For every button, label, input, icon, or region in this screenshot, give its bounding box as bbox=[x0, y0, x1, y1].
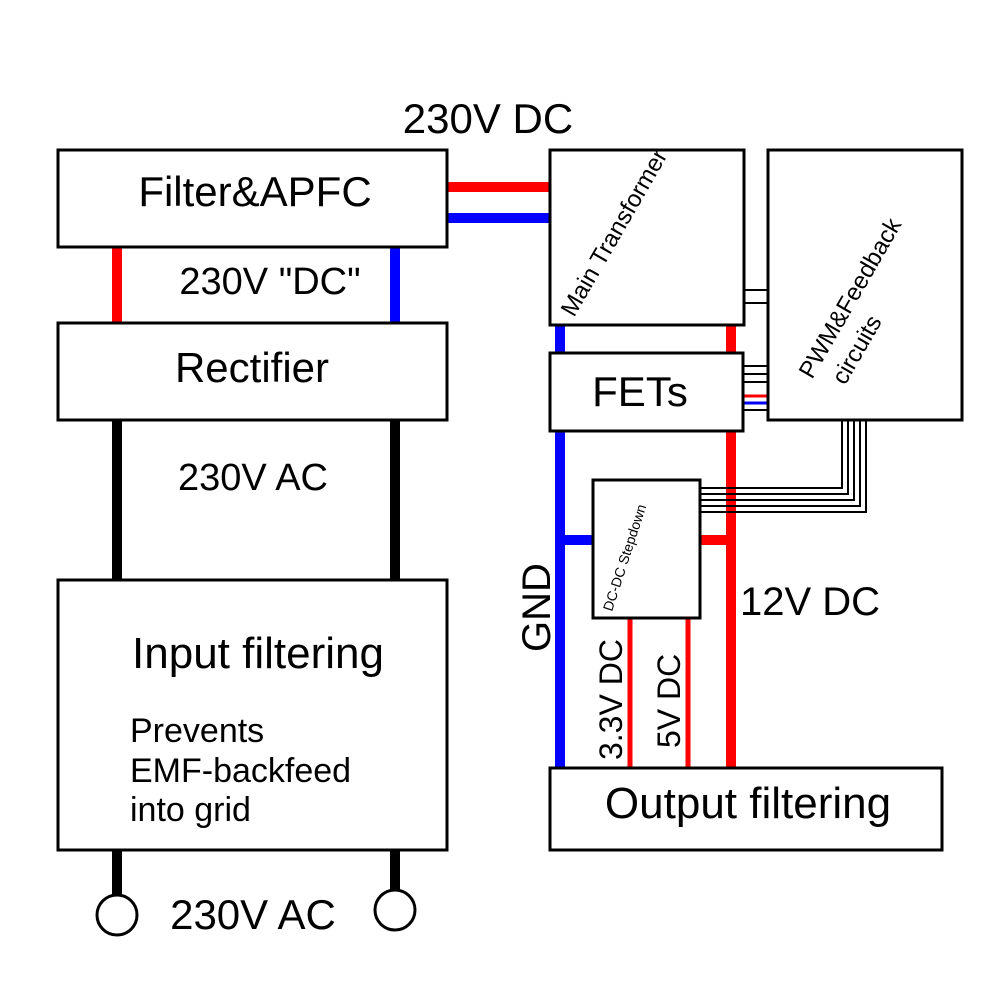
control-bus-stepdown-3 bbox=[700, 420, 855, 501]
input-filtering-block bbox=[56, 578, 449, 852]
pwm-feedback-block bbox=[766, 148, 964, 422]
label-230v-dc-top: 230V DC bbox=[403, 95, 573, 142]
input-filtering-label: Input filtering bbox=[132, 629, 384, 678]
input-filtering-note-line-2: EMF-backfeed bbox=[130, 752, 351, 790]
main-transformer-block bbox=[548, 148, 746, 327]
fets-label: FETs bbox=[592, 368, 688, 415]
label-12v-dc: 12V DC bbox=[740, 580, 880, 624]
dcdc-stepdown-block bbox=[591, 478, 702, 620]
rectifier-label: Rectifier bbox=[175, 344, 329, 391]
control-bus-stepdown-1 bbox=[700, 420, 843, 489]
output-filtering-label: Output filtering bbox=[605, 779, 891, 828]
rectifier-block bbox=[56, 321, 449, 422]
label-230v-dc-quoted: 230V "DC" bbox=[179, 261, 360, 303]
control-bus-stepdown-4 bbox=[700, 420, 861, 507]
label-230v-ac-bottom: 230V AC bbox=[170, 891, 336, 938]
output-filtering-block bbox=[548, 766, 944, 852]
input-filtering-note-line-3: into grid bbox=[130, 791, 251, 829]
label-230v-ac-mid: 230V AC bbox=[178, 457, 328, 499]
label-5v-dc: 5V DC bbox=[651, 654, 687, 748]
label-gnd: GND bbox=[515, 563, 559, 652]
ac-terminal-icon bbox=[95, 893, 139, 937]
filter-apfc-block bbox=[56, 148, 449, 249]
control-bus-stepdown-2 bbox=[700, 420, 849, 495]
ac-terminal-icon bbox=[373, 888, 417, 932]
control-bus-stepdown-5 bbox=[700, 420, 867, 513]
label-3v3-dc: 3.3V DC bbox=[593, 639, 629, 760]
fets-block bbox=[548, 351, 745, 433]
filter-apfc-label: Filter&APFC bbox=[138, 168, 371, 215]
input-filtering-note-line-1: Prevents bbox=[130, 712, 264, 750]
